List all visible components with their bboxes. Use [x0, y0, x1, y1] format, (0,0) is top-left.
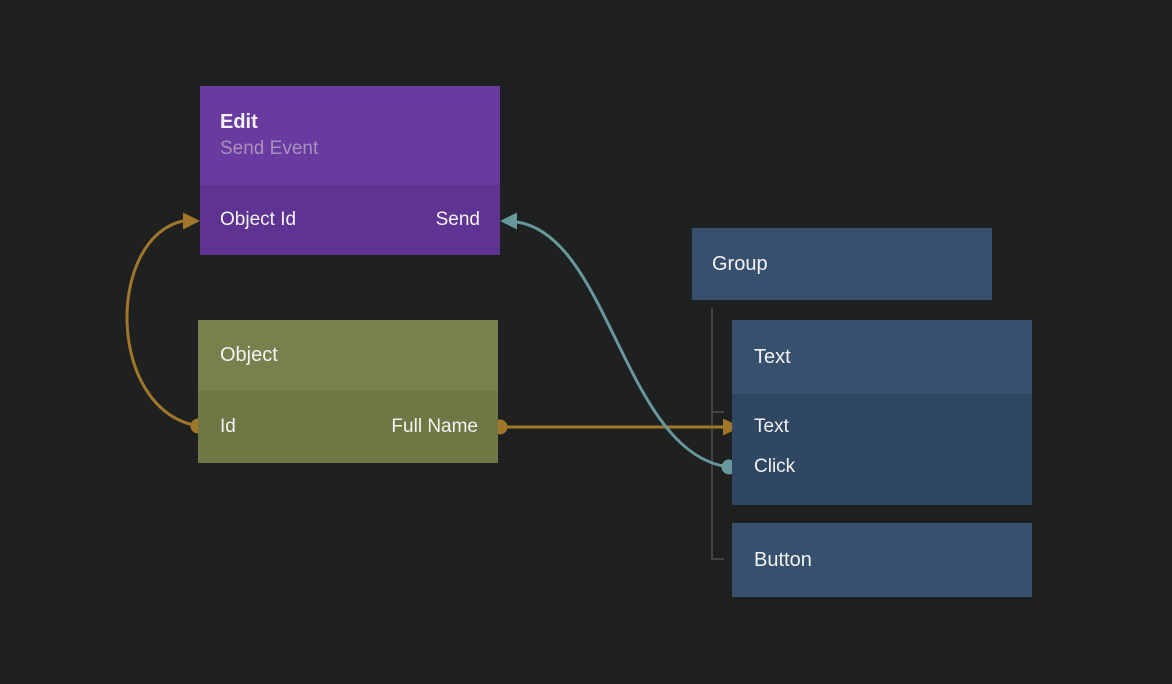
node-title: Edit [220, 111, 258, 134]
node-button-header[interactable]: Button [732, 523, 1032, 597]
port-object-id[interactable]: Object Id [220, 209, 297, 230]
wire-teal-curve[interactable] [515, 220, 731, 469]
node-edit[interactable]: Edit Send Event Object Id Send [200, 86, 500, 255]
node-subtitle: Send Event [220, 138, 319, 160]
port-text[interactable]: Text [754, 416, 789, 437]
group-tree-connector [711, 308, 724, 560]
node-group-header[interactable]: Group [692, 228, 992, 300]
arrowhead-send-port [500, 212, 517, 230]
connection-object-id-to-edit[interactable] [125, 212, 206, 434]
node-edit-ports: Object Id Send [200, 185, 500, 255]
node-object[interactable]: Object Id Full Name [198, 320, 498, 463]
node-edit-header[interactable]: Edit Send Event [200, 86, 500, 185]
node-text-ports: Text Click [732, 394, 1032, 505]
node-title: Object [220, 344, 278, 366]
port-send[interactable]: Send [435, 209, 480, 230]
node-title: Group [712, 252, 768, 275]
node-title: Button [754, 548, 812, 571]
node-text[interactable]: Text Text Click [732, 320, 1032, 505]
port-full-name[interactable]: Full Name [391, 416, 478, 437]
node-object-header[interactable]: Object [198, 320, 498, 391]
node-text-header[interactable]: Text [732, 320, 1032, 394]
node-button[interactable]: Button [732, 523, 1032, 597]
node-group[interactable]: Group [692, 228, 992, 300]
port-id[interactable]: Id [220, 416, 236, 437]
node-object-ports: Id Full Name [198, 391, 498, 463]
node-title: Text [754, 345, 791, 368]
wire-orange-loop[interactable] [125, 219, 200, 428]
arrowhead-object-id [183, 212, 200, 230]
connection-fullname-to-text[interactable] [492, 418, 742, 436]
port-click[interactable]: Click [754, 456, 796, 477]
